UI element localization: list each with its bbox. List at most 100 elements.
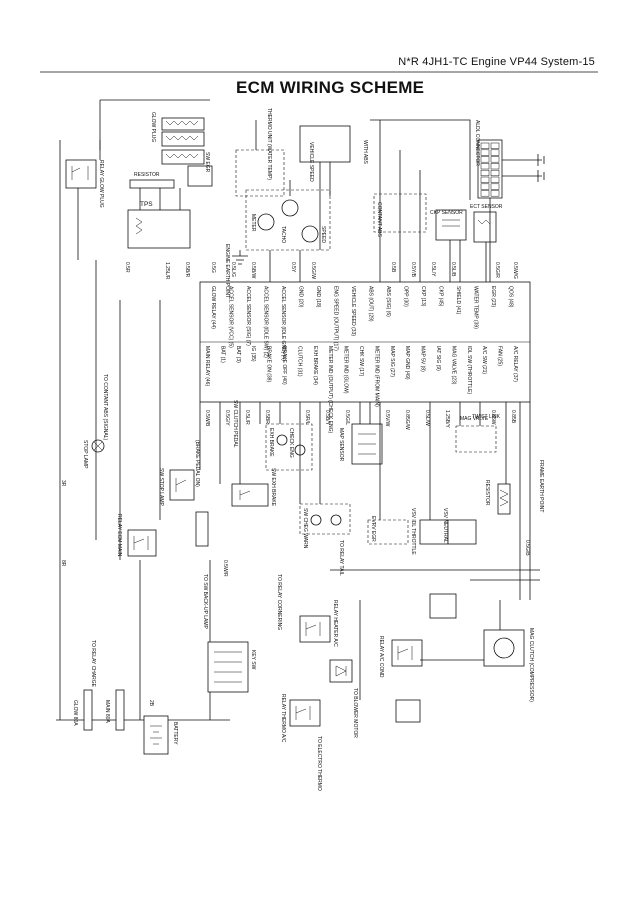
aldl-pin xyxy=(480,163,490,170)
wire-tag: 0.5G/W xyxy=(310,262,316,279)
sw-exh-brake-label: SW EXH BRAKE xyxy=(270,468,276,507)
relay-glow-plug-label: RELAY GLOW PLUG xyxy=(98,160,104,208)
ecm-pin-left: BRAKE ON (38) xyxy=(266,346,272,382)
relay-ecm-main-label: RELAY ECM MAIN xyxy=(116,514,122,557)
ecm-pin-right: ACCEL SENSOR (IDLE GND) (4) xyxy=(280,286,286,361)
evrv-egr xyxy=(367,519,409,545)
speed-gauge xyxy=(301,225,319,243)
abs-section: WITH ABS CONTANT ABS CKP SENSOR ECT SENS… xyxy=(362,119,545,282)
to-relay-tail-label: TO RELAY TAIL xyxy=(338,540,344,576)
ecm-pin-right: GND (18) xyxy=(315,286,321,308)
wire-tag: 0.5W/R xyxy=(222,560,228,577)
relay-glow-plug xyxy=(65,159,97,189)
mag-valve xyxy=(455,425,497,453)
ecm-pin-right: ENG SPEED (OUTPUT) (17) xyxy=(333,286,339,351)
wire-tag: 1.25L/R xyxy=(164,262,170,280)
aldl-pin xyxy=(490,163,500,170)
battery xyxy=(143,715,169,755)
aldl-pin xyxy=(490,169,500,177)
glow-fuse-label: GLOW 80A xyxy=(72,700,78,726)
ecm-pin-right: EGR (23) xyxy=(490,286,496,307)
exh-brake-label: EXH BRAKE xyxy=(268,428,274,457)
map-section: MAP SENSOR MAG VALVE TWIST LINK RESISTOR… xyxy=(338,402,544,600)
mag-valve-label: MAG VALVE xyxy=(460,416,489,422)
aldl-pin xyxy=(490,142,500,149)
aldl-pin xyxy=(480,190,490,197)
aldl-pin xyxy=(480,142,490,149)
twist-link-label: TWIST LINK xyxy=(472,414,501,420)
glow-plug-label: GLOW PLUG xyxy=(150,112,156,142)
ecm-pin-left: IG (35) xyxy=(250,346,256,362)
wire-tag: 0.85W xyxy=(490,410,496,425)
ect-sensor xyxy=(473,211,497,243)
vsv-idl-throttle xyxy=(419,519,449,545)
ecm-pin-right: GLOW RELAY (44) xyxy=(210,286,216,329)
wire-tag: 0.5L/G xyxy=(230,262,236,277)
aldl-pin xyxy=(490,156,500,163)
aldl-pin xyxy=(480,176,490,183)
wire-tag: 0.5B xyxy=(390,262,396,273)
wire-tag: 0.5L/W xyxy=(424,410,430,426)
speed-label: SPEED xyxy=(320,226,326,243)
ecm-pin-right: GND (20) xyxy=(298,286,304,308)
ecm-pin-left: IDL SW (THROTTLE) xyxy=(466,346,472,394)
stop-lamp xyxy=(91,439,105,453)
ecm-pin-left: MAP GND (49) xyxy=(404,346,410,380)
wire-tag: 0.5L/R xyxy=(244,410,250,425)
ecm-pin-left: METER IND (GLOW) xyxy=(343,346,349,394)
aldl-pin xyxy=(490,176,500,183)
ecm-pin-left: FAN (25) xyxy=(497,346,503,366)
glow-fuse xyxy=(83,689,93,731)
tacho-label: TACHO xyxy=(280,226,286,243)
to-relay-cornering-label: TO RELAY CORNERING xyxy=(276,574,282,630)
vsv-neutral xyxy=(447,519,477,545)
ecm-pin-left: METER IND (FROM MAIN) xyxy=(373,346,379,407)
aldl-pin xyxy=(490,149,500,156)
wire-tag: 0.5G/B xyxy=(524,540,530,556)
meter-label: METER xyxy=(250,214,256,232)
to-sw-backup-label: TO SW BACK-UP LAMP xyxy=(202,574,208,629)
ecm-pin-left: MAP 5V (8) xyxy=(420,346,426,372)
sw-stop-lamp xyxy=(169,469,195,501)
sw-cheg-warn-label: SW CHEG WARN xyxy=(302,508,308,549)
wire-tag: 1.25B/Y xyxy=(444,410,450,428)
vehicle-speed-label: VEHICLE SPEED xyxy=(308,142,314,182)
sw-stop-lamp-label: SW STOP LAMP xyxy=(158,468,164,507)
ecm-pin-left: A/C RELAY (37) xyxy=(512,346,518,382)
ecm-pin-right: VEHICLE SPEED (33) xyxy=(350,286,356,336)
header-system-title: N*R 4JH1-TC Engine VP44 System-15 xyxy=(398,56,595,68)
to-contant-abs-label: TO CONTANT ABS (SIGNAL) xyxy=(102,374,108,440)
ecm-pin-left: BAT (3) xyxy=(235,346,241,363)
tps-sensor xyxy=(127,209,191,249)
thermo-unit xyxy=(235,149,285,197)
wire-tag: 0.5L/B xyxy=(450,262,456,277)
sw-clutch-pedal-label: SW CLUTCH PEDAL xyxy=(232,400,238,448)
relay-ac-cond-label: RELAY A/C COND xyxy=(378,636,384,678)
relay-ac-signal xyxy=(429,593,457,619)
vehicle-speed-sensor xyxy=(299,125,351,163)
wire-tag: 0.5B/W xyxy=(250,262,256,279)
ac-compressor-label: MAG CLUTCH (COMPRESSOR) xyxy=(528,628,534,702)
aldl-pin xyxy=(480,169,490,177)
with-abs-label: WITH ABS xyxy=(362,140,368,165)
key-sw xyxy=(207,641,249,693)
aldl-pin xyxy=(490,190,500,197)
resistor xyxy=(129,179,175,189)
battery-label: BATTERY xyxy=(172,722,178,745)
ecm-block: GLOW RELAY (44)ACCEL SENSOR (VCC) (5)ACC… xyxy=(199,281,531,434)
aldl-pin xyxy=(480,156,490,163)
wire-tag: 0.5W/G xyxy=(512,262,518,279)
relay-ac-cond xyxy=(391,639,423,667)
key-sw-label: KEY SW xyxy=(250,650,256,670)
thermo-switch xyxy=(395,699,421,723)
aldl-pin xyxy=(490,183,500,190)
aldl-pin xyxy=(480,149,490,156)
wire-tag: 0.5Y xyxy=(290,262,296,273)
contant-abs-box xyxy=(373,193,427,233)
sw-egr-label: SW EGR xyxy=(204,152,210,173)
meter-panel xyxy=(245,189,331,251)
wire-tag: 0.5G/R xyxy=(494,262,500,278)
relay-thermo-label: RELAY THERMO A/C xyxy=(280,694,286,743)
ecm-pin-right: CKP (13) xyxy=(420,286,426,307)
wire-tag: 0.5G xyxy=(210,262,216,273)
